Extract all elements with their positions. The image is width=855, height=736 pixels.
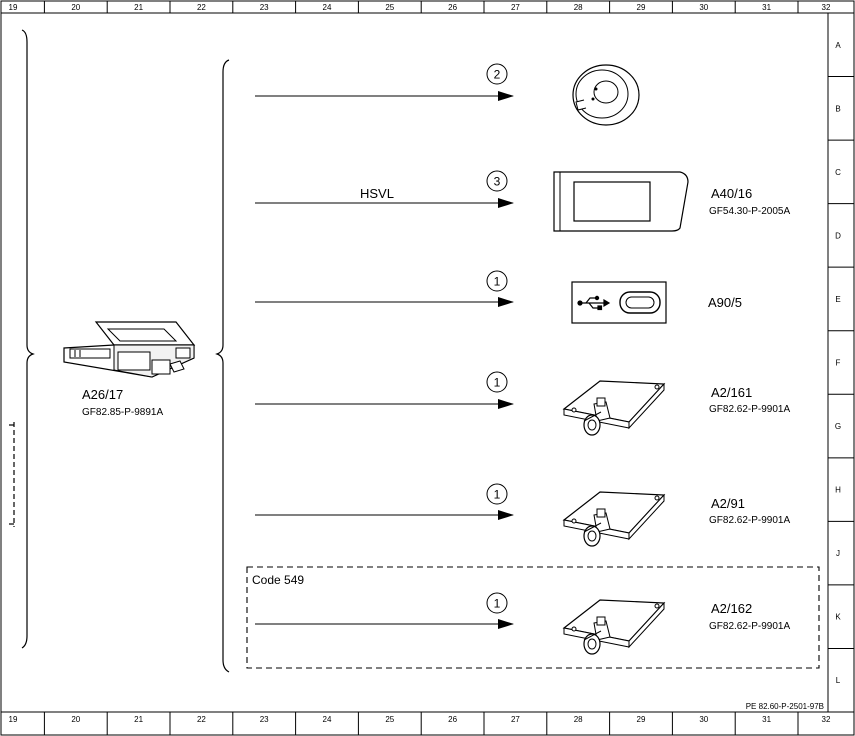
grid-column-label: 27: [511, 715, 520, 724]
grid-column-label: 22: [197, 715, 206, 724]
grid-column-label: 23: [260, 715, 269, 724]
grid-row-label: B: [835, 104, 840, 113]
grid-column-label: 23: [260, 3, 269, 12]
connection-number: 1: [494, 376, 501, 390]
display-unit-icon[interactable]: [553, 171, 689, 232]
usb-c-port-icon[interactable]: [571, 281, 667, 324]
source-doc-ref: GF82.85-P-9891A: [82, 407, 163, 418]
left-dashed-marker: [9, 422, 15, 527]
grid-column-label: 26: [448, 3, 457, 12]
antenna-module-icon[interactable]: [562, 380, 666, 436]
component-label: A2/91: [711, 496, 745, 511]
component-label: A40/16: [711, 186, 752, 201]
usb-symbol-icon: [577, 295, 611, 311]
output-brace: [215, 59, 230, 673]
connection-number: 1: [494, 597, 501, 611]
grid-column-label: 25: [385, 715, 394, 724]
connection-number: 2: [494, 68, 501, 82]
connection-number: 1: [494, 488, 501, 502]
grid-column-label: 30: [699, 3, 708, 12]
grid-row-label: D: [835, 231, 841, 240]
grid-column-label: 20: [71, 715, 80, 724]
line-label: HSVL: [360, 186, 394, 201]
grid-column-label: 32: [822, 3, 831, 12]
option-code-label: Code 549: [252, 573, 304, 587]
grid-row-label: G: [835, 422, 841, 431]
grid-column-label: 28: [574, 3, 583, 12]
connection-row: 2: [255, 63, 514, 101]
grid-column-label: 22: [197, 3, 206, 12]
grid-row-label: K: [835, 613, 841, 622]
grid-column-label: 31: [762, 715, 771, 724]
grid-row-label: J: [836, 549, 840, 558]
connection-row: 1: [255, 592, 514, 629]
antenna-module-icon[interactable]: [562, 491, 666, 547]
grid-column-label: 30: [699, 715, 708, 724]
control-unit-icon[interactable]: [63, 321, 196, 378]
component-label: A90/5: [708, 295, 742, 310]
grid-column-label: 21: [134, 3, 143, 12]
grid-column-label: 32: [822, 715, 831, 724]
component-label: A2/162: [711, 601, 752, 616]
grid-column-label: 26: [448, 715, 457, 724]
document-id: PE 82.60-P-2501-97B: [746, 702, 824, 711]
grid-row-label: F: [836, 359, 841, 368]
grid-column-label: 24: [323, 715, 332, 724]
connection-row: 1: [255, 483, 514, 520]
component-doc-ref: GF54.30-P-2005A: [709, 206, 790, 217]
connection-row: 1: [255, 371, 514, 409]
source-label: A26/17: [82, 387, 123, 402]
component-doc-ref: GF82.62-P-9901A: [709, 515, 790, 526]
connection-number: 3: [494, 175, 501, 189]
grid-row-label: A: [835, 41, 841, 50]
grid-column-label: 31: [762, 3, 771, 12]
grid-column-label: 27: [511, 3, 520, 12]
left-continuation-brace: [21, 29, 35, 649]
grid-column-label: 29: [637, 715, 646, 724]
option-box: Code 549: [246, 566, 820, 669]
grid-row-label: H: [835, 486, 841, 495]
component-label: A2/161: [711, 385, 752, 400]
component-doc-ref: GF82.62-P-9901A: [709, 621, 790, 632]
grid-row-label: C: [835, 168, 841, 177]
grid-column-label: 24: [323, 3, 332, 12]
connection-row: HSVL 3: [255, 170, 514, 208]
grid-column-label: 28: [574, 715, 583, 724]
grid-row-label: E: [835, 295, 840, 304]
grid-column-label: 19: [9, 3, 18, 12]
grid-column-label: 21: [134, 715, 143, 724]
connection-number: 1: [494, 275, 501, 289]
component-doc-ref: GF82.62-P-9901A: [709, 404, 790, 415]
grid-column-label: 29: [637, 3, 646, 12]
grid-column-label: 19: [9, 715, 18, 724]
connection-row: 1: [255, 270, 514, 307]
grid-row-label: L: [836, 676, 841, 685]
antenna-module-icon[interactable]: [562, 599, 666, 655]
grid-column-label: 25: [385, 3, 394, 12]
grid-column-label: 20: [71, 3, 80, 12]
speaker-dome-icon[interactable]: [572, 64, 640, 126]
